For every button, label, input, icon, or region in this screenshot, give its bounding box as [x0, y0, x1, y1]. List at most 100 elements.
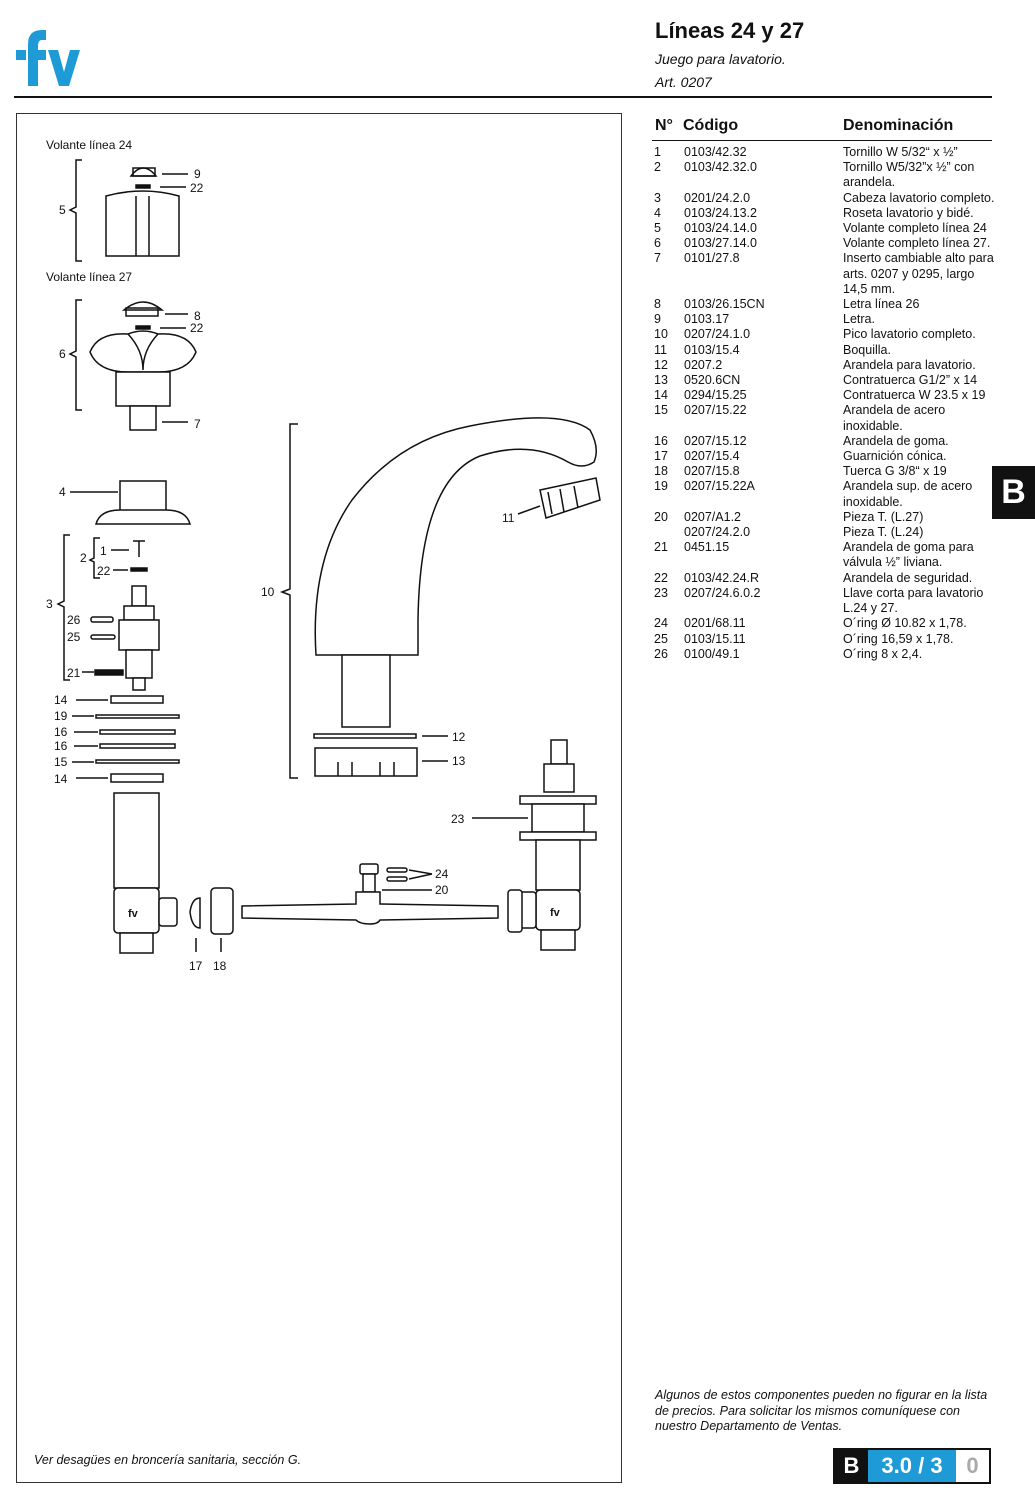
part-name: Arandela sup. de acero inoxidable. — [843, 479, 973, 509]
part-number: 18 — [654, 464, 668, 479]
part-number: 14 — [654, 388, 668, 403]
callout-21: 21 — [67, 666, 81, 680]
part-name: Arandela para lavatorio. — [843, 357, 976, 372]
part-number: 10 — [654, 327, 668, 342]
part-code: 0451.15 — [684, 540, 730, 555]
callout-22-c: 22 — [97, 564, 111, 578]
part-code: 0207/15.4 — [684, 449, 740, 464]
part-name: O´ring Ø 10.82 x 1,78. — [843, 616, 967, 631]
page-indicator: B 3.0 / 3 0 — [833, 1448, 991, 1484]
article-number: Art. 0207 — [655, 74, 712, 90]
part-name: Arandela de goma. — [843, 433, 949, 448]
part-name: O´ring 16,59 x 1,78. — [843, 631, 954, 646]
part-code: 0103.17 — [684, 312, 730, 327]
part-number: 23 — [654, 585, 668, 600]
table-row: 21 0451.15 Arandela de goma para válvula ½… — [654, 540, 999, 570]
part-name: Contratuerca G1/2” x 14 — [843, 373, 978, 388]
callout-3: 3 — [46, 597, 53, 611]
diagram-frame — [16, 113, 622, 1483]
label-volante-27: Volante línea 27 — [46, 270, 132, 284]
part-code: 0520.6CN — [684, 373, 741, 388]
part-name: Volante completo línea 27. — [843, 236, 991, 251]
part-name: Tuerca G 3/8“ x 19 — [843, 464, 947, 479]
page-number: 3.0 / 3 — [868, 1450, 956, 1482]
callout-6: 6 — [59, 347, 66, 361]
part-name: Llave corta para lavatorio L.24 y 27. — [843, 585, 984, 616]
callout-9: 9 — [194, 167, 201, 181]
callout-14-a: 14 — [54, 693, 68, 707]
header-rule — [14, 96, 992, 98]
part-number: 4 — [654, 205, 661, 220]
part-code: 0207/24.2.0 — [684, 525, 751, 540]
page-revision: 0 — [956, 1450, 989, 1482]
callout-1: 1 — [100, 544, 107, 558]
part-name: Arandela de seguridad. — [843, 570, 973, 585]
part-name: Guarnición cónica. — [843, 449, 947, 464]
part-name: Arandela de acero inoxidable. — [843, 403, 946, 433]
part-number: 21 — [654, 540, 668, 555]
part-name: Roseta lavatorio y bidé. — [843, 205, 974, 220]
part-number: 15 — [654, 403, 668, 418]
callout-7: 7 — [194, 417, 201, 431]
part-code: 0294/15.25 — [684, 388, 747, 403]
part-number: 20 — [654, 509, 668, 524]
callout-14-b: 14 — [54, 772, 68, 786]
page-subtitle: Juego para lavatorio. — [655, 51, 786, 67]
part-number: 11 — [654, 342, 667, 357]
callout-26: 26 — [67, 613, 81, 627]
part-name: Tornillo W5/32”x ½” con arandela. — [843, 160, 975, 190]
callout-22-b: 22 — [190, 321, 204, 335]
table-row: 15 0207/15.22 Arandela de acero inoxidable… — [654, 403, 999, 433]
part-name: Pico lavatorio completo. — [843, 327, 976, 342]
part-name: Volante completo línea 24 — [843, 221, 987, 236]
part-name: Arandela de goma para válvula ½” liviana… — [843, 540, 974, 570]
callout-19: 19 — [54, 709, 68, 723]
table-row: 13 0520.6CN Contratuerca G1/2” x 14 — [654, 373, 999, 388]
part-number: 13 — [654, 373, 668, 388]
callout-5: 5 — [59, 203, 66, 217]
footer-note: Ver desagües en broncería sanitaria, sec… — [34, 1453, 302, 1467]
part-code: 0103/42.24.R — [684, 570, 760, 585]
part-code: 0207/A1.2 — [684, 509, 741, 524]
part-number: 3 — [654, 190, 661, 205]
callout-20: 20 — [435, 883, 449, 897]
part-code: 0201/68.11 — [684, 616, 746, 631]
part-code: 0103/15.4 — [684, 342, 740, 357]
callout-22-a: 22 — [190, 181, 204, 195]
part-number: 8 — [654, 297, 661, 312]
part-name: Inserto cambiable alto para arts. 0207 y… — [843, 251, 994, 296]
part-number: 9 — [654, 312, 661, 327]
part-code: 0103/27.14.0 — [684, 236, 757, 251]
part-number: 26 — [654, 646, 668, 661]
part-code: 0207.2 — [684, 357, 723, 372]
callout-11: 11 — [502, 511, 515, 525]
part-code: 0207/15.22 — [684, 403, 747, 418]
part-number: 5 — [654, 221, 661, 236]
fv-mark-icon: fv — [128, 908, 139, 920]
part-name: O´ring 8 x 2,4. — [843, 646, 923, 661]
availability-note: Algunos de estos componentes pueden no f… — [655, 1388, 988, 1433]
col-header-code: Código — [683, 117, 739, 134]
part-number: 1 — [654, 145, 661, 159]
part-code: 0207/15.22A — [684, 479, 755, 494]
fv-logo — [16, 30, 80, 86]
callout-13: 13 — [452, 754, 466, 768]
section-tab: B — [992, 466, 1035, 519]
part-name: Letra línea 26 — [843, 297, 920, 312]
callout-16-b: 16 — [54, 739, 68, 753]
page-title: Líneas 24 y 27 — [655, 18, 805, 43]
